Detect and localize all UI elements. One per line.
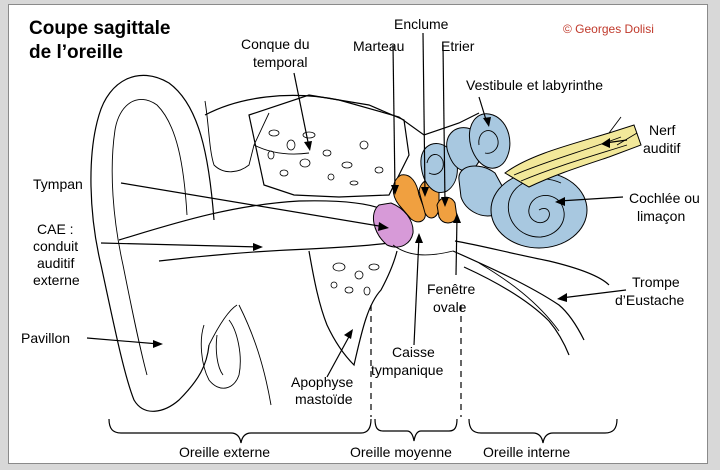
copyright-notice: © Georges Dolisi bbox=[563, 22, 654, 36]
label-etrier: Etrier bbox=[441, 38, 475, 54]
temporal-bone-texture bbox=[268, 130, 383, 185]
label-tympan: Tympan bbox=[33, 176, 83, 192]
region-separators bbox=[371, 305, 461, 417]
diagram-title-line2: de l’oreille bbox=[29, 42, 123, 63]
label-cae-line4: externe bbox=[33, 272, 80, 288]
nerf-auditif-shape bbox=[505, 117, 641, 187]
label-cae-line1: CAE : bbox=[37, 221, 74, 237]
cochlee-shape bbox=[491, 172, 587, 248]
label-fenetre-line2: ovale bbox=[433, 299, 467, 315]
label-vestibule: Vestibule et labyrinthe bbox=[466, 77, 603, 93]
region-braces bbox=[109, 419, 617, 443]
label-conque-line1: Conque du bbox=[241, 36, 310, 52]
region-oreille-interne: Oreille interne bbox=[483, 444, 570, 460]
label-apophyse-line2: mastoïde bbox=[295, 391, 353, 407]
mastoid-shape bbox=[309, 251, 397, 365]
region-oreille-moyenne: Oreille moyenne bbox=[350, 444, 452, 460]
label-nerf-line2: auditif bbox=[643, 140, 680, 156]
diagram-title-line1: Coupe sagittale bbox=[29, 18, 170, 39]
label-nerf-line1: Nerf bbox=[649, 122, 676, 138]
inner-ear-drawing bbox=[421, 114, 641, 355]
label-trompe-line2: d’Eustache bbox=[615, 292, 684, 308]
ear-diagram: Coupe sagittale de l’oreille © Georges D… bbox=[9, 5, 708, 464]
label-fenetre-line1: Fenêtre bbox=[427, 281, 475, 297]
label-marteau: Marteau bbox=[353, 38, 404, 54]
label-caisse-line2: tympanique bbox=[371, 362, 444, 378]
ear-diagram-frame: Coupe sagittale de l’oreille © Georges D… bbox=[8, 4, 708, 464]
label-cae-line3: auditif bbox=[37, 255, 74, 271]
label-pavillon: Pavillon bbox=[21, 330, 70, 346]
label-apophyse-line1: Apophyse bbox=[291, 374, 353, 390]
label-enclume: Enclume bbox=[394, 16, 449, 32]
label-caisse-line1: Caisse bbox=[392, 344, 435, 360]
label-cochlee-line2: limaçon bbox=[637, 208, 685, 224]
label-conque-line2: temporal bbox=[253, 54, 307, 70]
region-oreille-externe: Oreille externe bbox=[179, 444, 270, 460]
label-cochlee-line1: Cochlée ou bbox=[629, 190, 700, 206]
label-cae-line2: conduit bbox=[33, 238, 78, 254]
label-trompe-line1: Trompe bbox=[632, 274, 680, 290]
outer-ear-drawing bbox=[91, 75, 479, 411]
